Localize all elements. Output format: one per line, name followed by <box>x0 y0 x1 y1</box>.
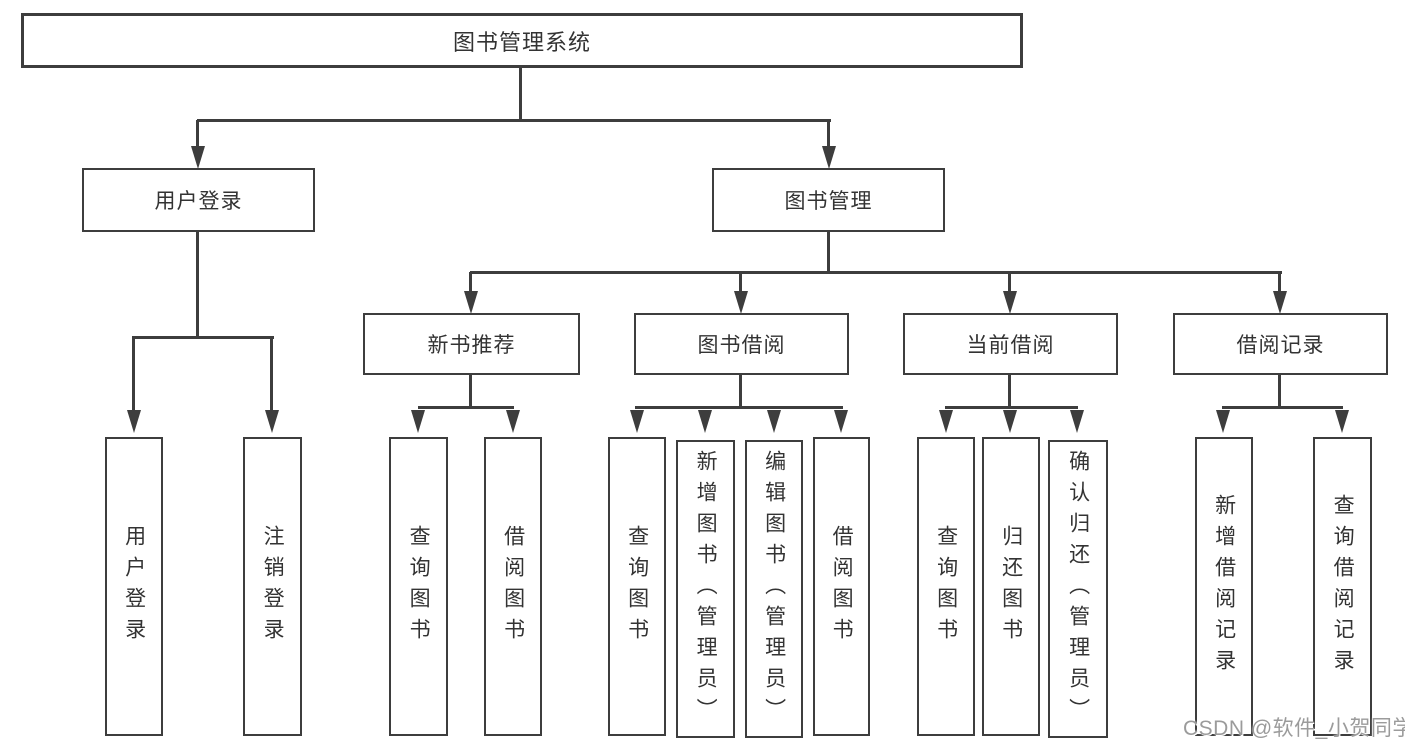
node-label: 确认归还（管理员） <box>1066 449 1090 729</box>
connector-line <box>1278 375 1281 408</box>
arrow-down-icon <box>411 410 425 433</box>
connector-line <box>197 119 831 122</box>
arrow-down-icon <box>630 410 644 433</box>
node-book-management: 图书管理 <box>712 168 945 232</box>
node-label: 新书推荐 <box>427 334 516 357</box>
node-label: 图书借阅 <box>697 334 786 357</box>
node-new-book-recommendation: 新书推荐 <box>363 313 580 375</box>
arrow-down-icon <box>191 146 205 169</box>
arrow-down-icon <box>1335 410 1349 433</box>
node-label: 查询图书 <box>934 524 958 649</box>
connector-line <box>469 375 472 408</box>
connector-line <box>739 272 742 292</box>
node-label: 新增借阅记录 <box>1212 493 1236 680</box>
node-user-login: 用户登录 <box>82 168 315 232</box>
node-user-login-action: 用户登录 <box>105 437 163 736</box>
node-current-borrowing: 当前借阅 <box>903 313 1118 375</box>
connector-line <box>196 232 199 338</box>
connector-line <box>1278 272 1281 292</box>
node-borrow-books: 借阅图书 <box>813 437 870 736</box>
connector-line <box>418 406 514 409</box>
connector-line <box>945 406 1078 409</box>
arrow-down-icon <box>1070 410 1084 433</box>
connector-line <box>469 272 472 292</box>
arrow-down-icon <box>767 410 781 433</box>
node-label: 查询图书 <box>407 524 431 649</box>
node-label: 借阅记录 <box>1236 334 1325 357</box>
node-label: 图书管理系统 <box>452 29 591 55</box>
connector-line <box>519 68 522 121</box>
node-label: 查询图书 <box>625 524 649 649</box>
arrow-down-icon <box>822 146 836 169</box>
arrow-down-icon <box>734 291 748 314</box>
node-library-management-system: 图书管理系统 <box>21 13 1023 68</box>
node-edit-books-admin: 编辑图书（管理员） <box>745 440 803 738</box>
node-label: 注销登录 <box>261 524 285 649</box>
arrow-down-icon <box>127 410 141 433</box>
node-label: 当前借阅 <box>966 334 1055 357</box>
node-borrow-books-recommend: 借阅图书 <box>484 437 542 736</box>
connector-line <box>827 120 830 147</box>
arrow-down-icon <box>698 410 712 433</box>
arrow-down-icon <box>1216 410 1230 433</box>
arrow-down-icon <box>464 291 478 314</box>
node-confirm-return-admin: 确认归还（管理员） <box>1048 440 1108 738</box>
node-query-books-recommend: 查询图书 <box>389 437 448 736</box>
node-query-borrow-record: 查询借阅记录 <box>1313 437 1372 736</box>
connector-line <box>132 337 135 411</box>
node-book-borrowing: 图书借阅 <box>634 313 849 375</box>
node-label: 查询借阅记录 <box>1331 493 1355 680</box>
arrow-down-icon <box>1003 410 1017 433</box>
node-label: 借阅图书 <box>501 524 525 649</box>
node-label: 编辑图书（管理员） <box>762 449 786 729</box>
node-logout: 注销登录 <box>243 437 302 736</box>
arrow-down-icon <box>506 410 520 433</box>
arrow-down-icon <box>1003 291 1017 314</box>
node-label: 图书管理 <box>784 190 873 213</box>
connector-line <box>196 120 199 147</box>
connector-line <box>635 406 843 409</box>
connector-line <box>132 336 274 339</box>
connector-line <box>270 337 273 411</box>
arrow-down-icon <box>939 410 953 433</box>
arrow-down-icon <box>1273 291 1287 314</box>
node-borrowing-records: 借阅记录 <box>1173 313 1388 375</box>
node-query-books-current: 查询图书 <box>917 437 975 736</box>
connector-line <box>1222 406 1343 409</box>
arrow-down-icon <box>265 410 279 433</box>
node-label: 新增图书（管理员） <box>694 449 718 729</box>
connector-line <box>470 271 1282 274</box>
node-return-books: 归还图书 <box>982 437 1040 736</box>
node-label: 用户登录 <box>154 190 243 213</box>
connector-line <box>739 375 742 408</box>
node-label: 借阅图书 <box>830 524 854 649</box>
csdn-watermark: CSDN @软件_小贺同学 <box>1183 717 1405 740</box>
node-add-books-admin: 新增图书（管理员） <box>676 440 735 738</box>
connector-line <box>1008 272 1011 292</box>
node-label: 归还图书 <box>999 524 1023 649</box>
connector-line <box>1008 375 1011 408</box>
connector-line <box>827 232 830 274</box>
node-query-books-borrowing: 查询图书 <box>608 437 666 736</box>
node-label: 用户登录 <box>122 524 146 649</box>
arrow-down-icon <box>834 410 848 433</box>
node-add-borrow-record: 新增借阅记录 <box>1195 437 1253 736</box>
